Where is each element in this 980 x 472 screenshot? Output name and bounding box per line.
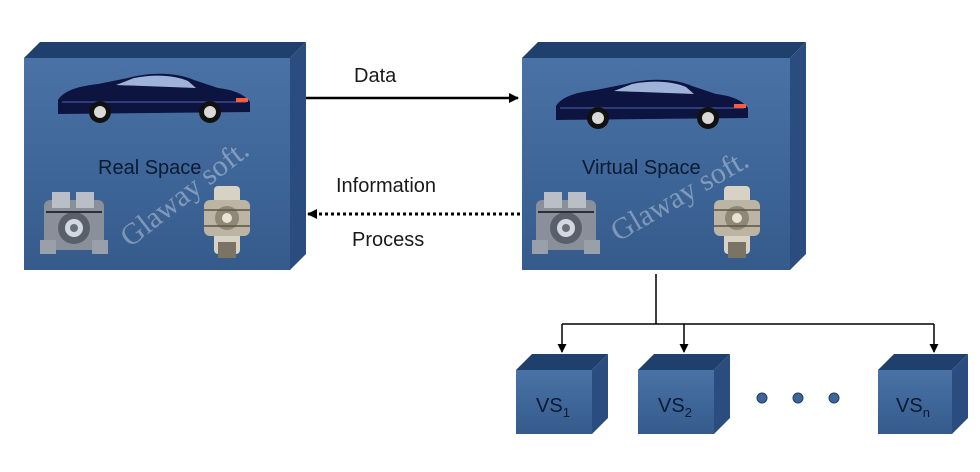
data-arrow-label: Data [354,65,397,87]
ellipsis-dot [792,392,804,404]
engine-icon [531,191,601,255]
ellipsis-dot [828,392,840,404]
real-space-label: Real Space [98,157,201,179]
vs1-cube: VS1 [516,354,608,434]
real-space-box: Real Space Glaway soft. [24,42,306,270]
ellipsis-dots [756,392,840,404]
vsn-cube: VSn [878,354,968,434]
virtual-space-box-side [790,42,806,270]
vs2-label: VS2 [658,395,692,420]
real-space-box-top [24,42,306,58]
process-label: Process [352,229,424,251]
subspace-connectors [557,274,939,353]
virtual-space-box: Virtual Space Glaway soft. [522,42,806,270]
virtual-space-label: Virtual Space [582,157,701,179]
real-space-box-side [290,42,306,270]
vsn-label: VSn [896,395,930,420]
virtual-space-box-top [522,42,806,58]
information-label: Information [336,175,436,197]
vs1-label: VS1 [536,395,570,420]
ellipsis-dot [756,392,768,404]
engine-icon [39,191,109,255]
vs2-cube: VS2 [638,354,730,434]
